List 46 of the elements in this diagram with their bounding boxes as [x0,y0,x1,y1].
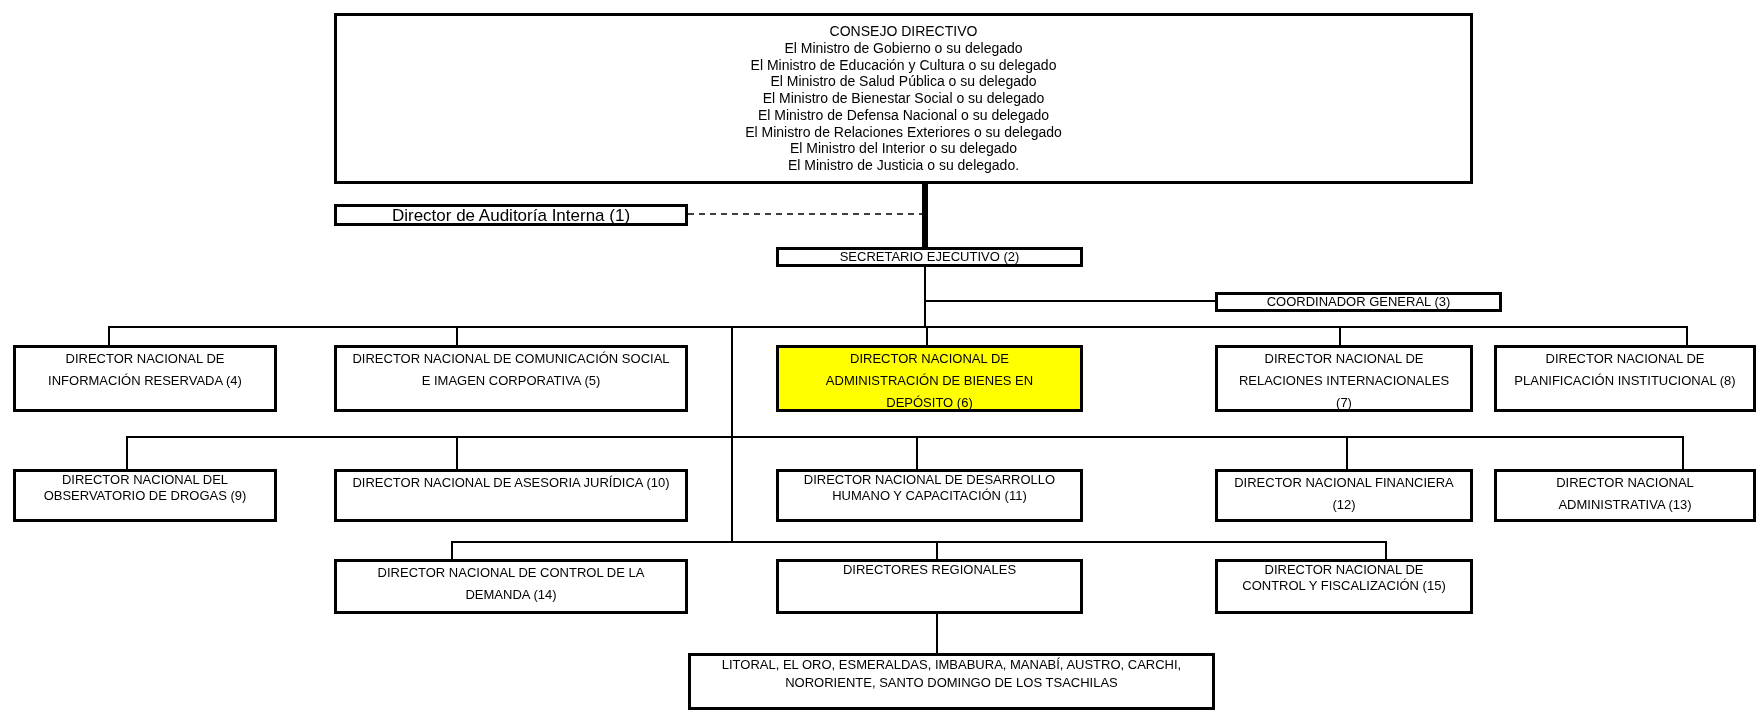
box-text: DIRECTOR NACIONAL DE CONTROL Y FISCALIZACIÓN (15) [1241,562,1447,594]
org-box [776,247,1083,267]
box-text: El Ministro del Interior o su delegado [788,140,1019,158]
org-box [334,469,688,522]
box-text: DIRECTOR NACIONAL DE RELACIONES INTERNACIONALES (7) [1237,350,1451,412]
box-text: SECRETARIO EJECUTIVO (2) [838,250,1021,264]
org-box [334,13,1473,184]
connector-line [922,184,928,247]
box-text: El Ministro de Justicia o su delegado. [786,157,1021,175]
box-text: El Ministro de Gobierno o su delegado [783,39,1024,57]
org-box [1215,345,1473,412]
org-box [776,469,1083,522]
org-box [334,559,688,614]
org-box [688,653,1215,710]
box-text: DIRECTOR NACIONAL DEL OBSERVATORIO DE DROGAS (9) [42,472,248,504]
box-text: COORDINADOR GENERAL (3) [1265,295,1452,309]
org-box [1215,559,1473,614]
box-text: DIRECTOR NACIONAL DE PLANIFICACIÓN INSTITUCIONAL (8) [1513,350,1737,390]
box-text: Director de Auditoría Interna (1) [390,206,632,224]
box-text: El Ministro de Relaciones Exteriores o su delegado [744,123,1063,141]
org-box [334,345,688,412]
box-text: DIRECTORES REGIONALES [841,562,1018,578]
box-text: DIRECTOR NACIONAL ADMINISTRATIVA (13) [1555,474,1695,514]
box-text: DIRECTOR NACIONAL FINANCIERA (12) [1233,474,1455,514]
org-box [1215,292,1502,312]
org-box [13,469,277,522]
box-text: El Ministro de Bienestar Social o su delegado [761,90,1046,107]
org-box [334,204,688,226]
org-box [13,345,277,412]
box-heading: CONSEJO DIRECTIVO [828,22,979,40]
box-text: El Ministro de Salud Pública o su delegado [769,73,1038,91]
org-box [1215,469,1473,522]
box-text: DIRECTOR NACIONAL DE INFORMACIÓN RESERVADA (4) [47,350,243,390]
box-text: LITORAL, EL ORO, ESMERALDAS, IMBABURA, MANABÍ, AUSTRO, CARCHI, NORORIENTE, SANTO DOMINGO DE LOS TSACHILAS [720,656,1183,692]
box-text: El Ministro de Defensa Nacional o su delegado [756,106,1051,124]
box-text: DIRECTOR NACIONAL DE COMUNICACIÓN SOCIAL E IMAGEN CORPORATIVA (5) [351,350,671,390]
connector-line [936,613,938,654]
org-box [1494,345,1756,412]
box-text: DIRECTOR NACIONAL DE ASESORIA JURÍDICA (10) [351,474,671,492]
connector-line [687,183,926,215]
box-text: DIRECTOR NACIONAL DE CONTROL DE LA DEMANDA (14) [376,564,646,604]
org-box [1494,469,1756,522]
org-box [776,345,1083,412]
box-text: El Ministro de Educación y Cultura o su delegado [749,56,1058,74]
box-text: DIRECTOR NACIONAL DE DESARROLLO HUMANO Y CAPACITACIÓN (11) [802,472,1057,504]
org-box [776,559,1083,614]
